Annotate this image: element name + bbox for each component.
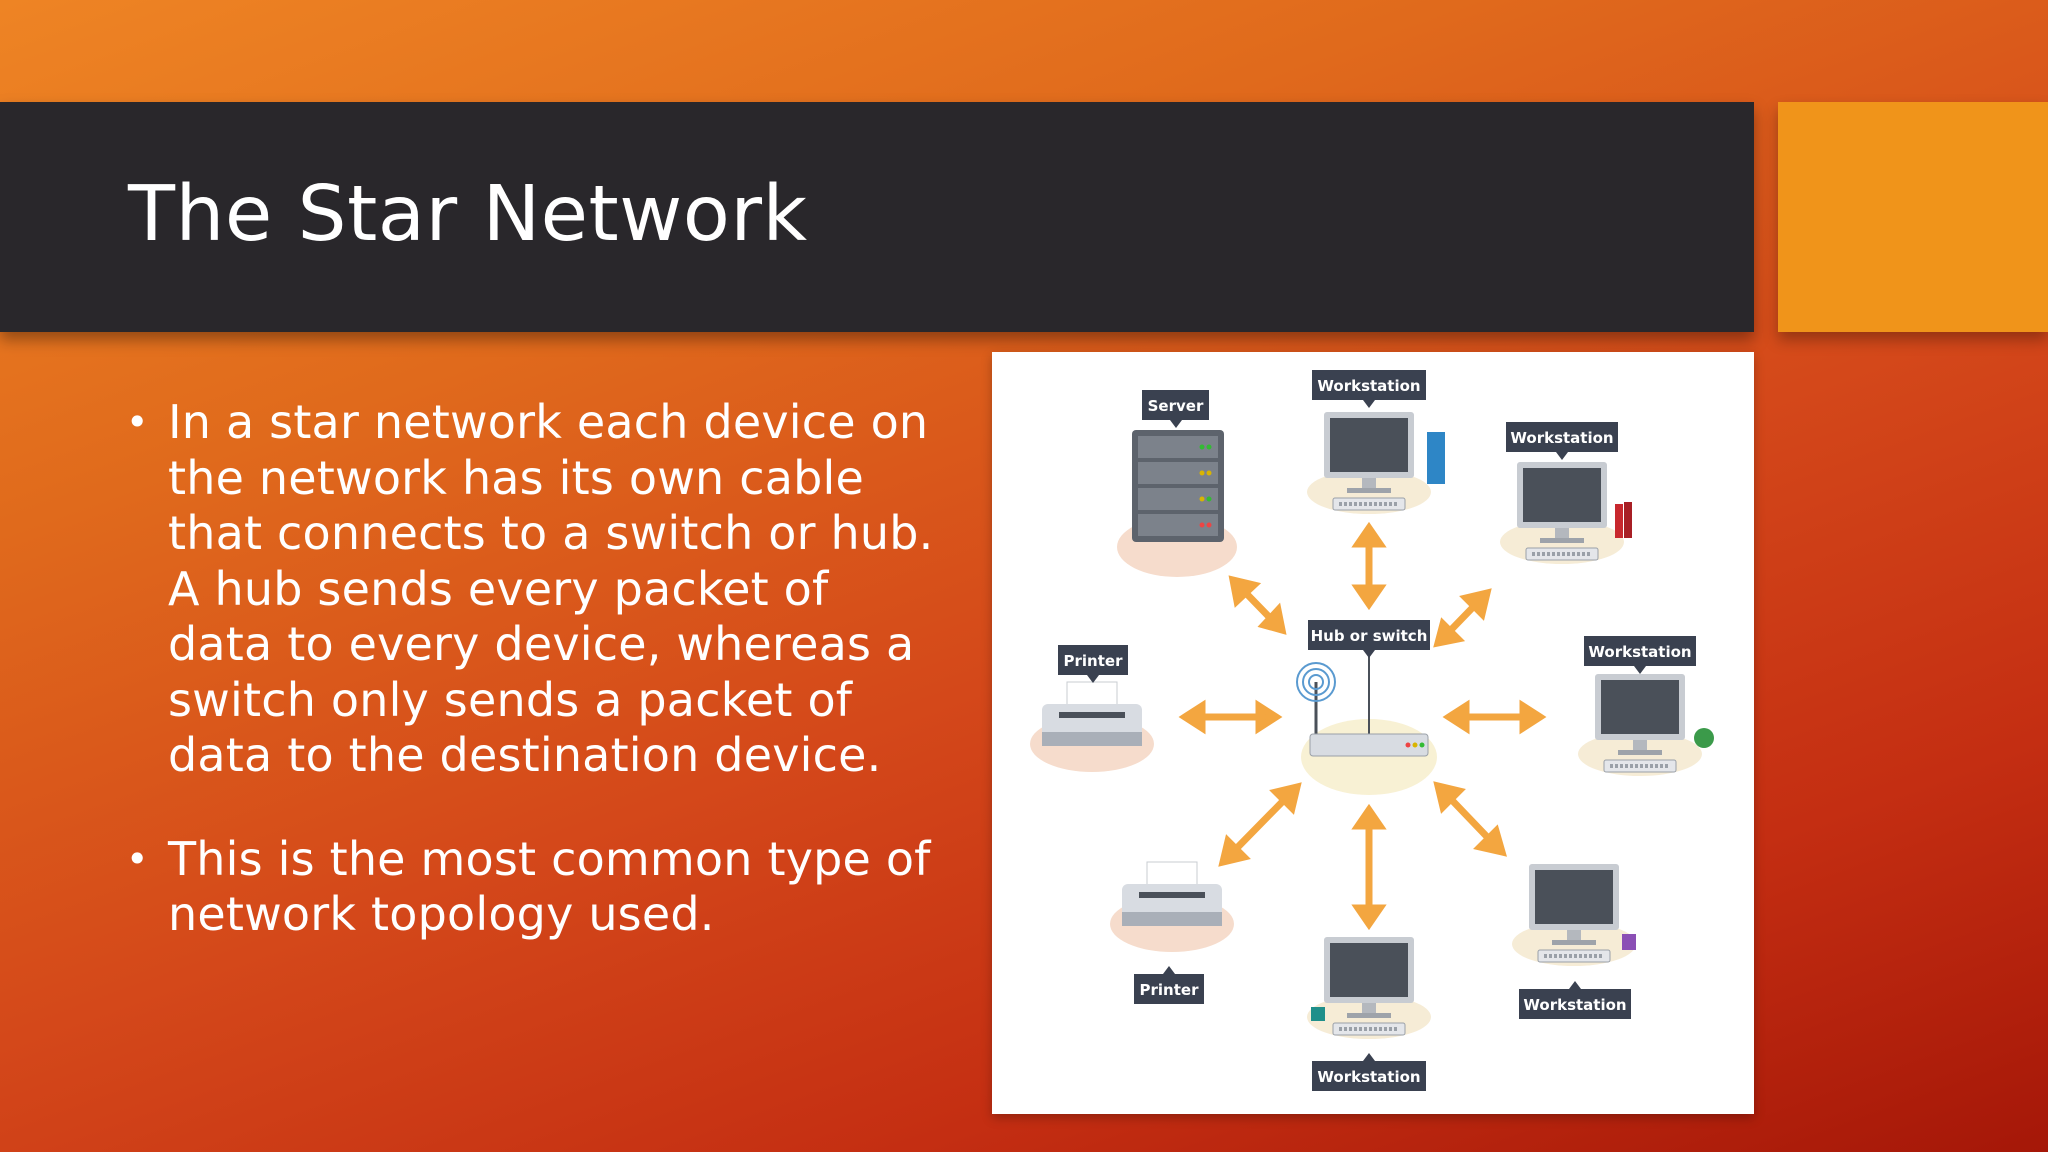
workstation-bottom-device [1305, 935, 1433, 1041]
workstation-right-device [1576, 672, 1714, 778]
arrows-group [1178, 521, 1547, 931]
workstation-top-right-device [1498, 460, 1632, 566]
server-device [1117, 430, 1237, 577]
star-network-diagram: Server Workstation Workstation Hub or sw… [992, 352, 1754, 1114]
bullet-dot-icon: • [126, 836, 149, 881]
label-workstation-bottom-right: Workstation [1519, 981, 1631, 1019]
workstation-bottom-right-device [1510, 862, 1638, 968]
label-workstation-top-text: Workstation [1317, 377, 1420, 395]
bullet-item: • This is the most common type of network… [122, 832, 942, 943]
label-printer-bottom-left-text: Printer [1140, 981, 1200, 999]
label-server: Server [1142, 390, 1209, 428]
label-workstation-bottom: Workstation [1312, 1053, 1426, 1091]
bullet-item: • In a star network each device on the ne… [122, 395, 942, 784]
printer-bottom-left-device [1109, 861, 1235, 953]
bullet-text: In a star network each device on the net… [168, 395, 934, 782]
label-hub-text: Hub or switch [1311, 627, 1428, 645]
bullet-list: • In a star network each device on the ne… [122, 395, 942, 991]
accent-box [1778, 102, 2048, 332]
hub-device [1296, 652, 1437, 795]
label-printer-left-text: Printer [1064, 652, 1124, 670]
label-workstation-top-right: Workstation [1506, 422, 1618, 460]
label-workstation-bottom-right-text: Workstation [1523, 996, 1626, 1014]
title-band [0, 102, 1754, 332]
printer-left-device [1029, 681, 1155, 773]
diagram-svg: Server Workstation Workstation Hub or sw… [1029, 370, 1714, 1091]
bullet-text: This is the most common type of network … [168, 831, 931, 942]
label-workstation-bottom-text: Workstation [1317, 1068, 1420, 1086]
workstation-top-device [1305, 410, 1445, 516]
label-hub: Hub or switch [1308, 620, 1430, 658]
label-printer-left: Printer [1058, 645, 1128, 683]
slide-title: The Star Network [128, 170, 808, 259]
label-server-text: Server [1148, 397, 1204, 415]
label-workstation-top: Workstation [1312, 370, 1426, 408]
label-workstation-right-text: Workstation [1588, 643, 1691, 661]
label-printer-bottom-left: Printer [1134, 966, 1204, 1004]
label-workstation-top-right-text: Workstation [1510, 429, 1613, 447]
label-workstation-right: Workstation [1584, 636, 1696, 674]
bullet-dot-icon: • [126, 400, 149, 444]
